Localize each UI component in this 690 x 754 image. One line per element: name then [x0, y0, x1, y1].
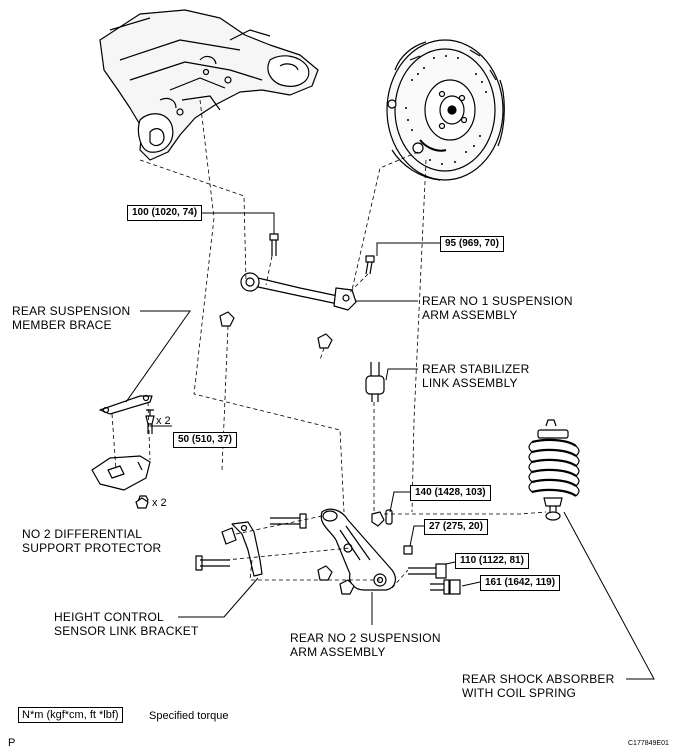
bolt-quantity: x 2 — [156, 415, 171, 427]
leader-lines — [125, 212, 655, 680]
torque-callout-100: 100 (1020, 74) — [127, 205, 203, 221]
torque-callout-50: 50 (510, 37) — [173, 432, 237, 448]
diff-protector-drawing — [91, 455, 151, 505]
torque-callout-95: 95 (969, 70) — [440, 236, 504, 252]
height-sensor-bracket-drawing — [195, 513, 307, 577]
member-brace-bolts — [135, 415, 155, 509]
torque-callout-27: 27 (275, 20) — [424, 519, 488, 535]
alignment-lines — [111, 99, 547, 589]
legend-description: Specified torque — [149, 710, 229, 722]
nut-quantity: x 2 — [152, 497, 167, 509]
rear-no1-arm-drawing — [219, 233, 375, 349]
rear-no2-arm-drawing — [317, 508, 461, 595]
torque-callout-140: 140 (1428, 103) — [410, 485, 491, 501]
corner-letter: P — [8, 737, 16, 749]
torque-callout-110: 110 (1122, 81) — [455, 553, 529, 569]
stabilizer-link-drawing — [365, 362, 385, 402]
rear-axle-hub — [386, 39, 505, 181]
torque-callout-161: 161 (1642, 119) — [480, 575, 561, 591]
suspension-member — [99, 9, 319, 161]
figure-id: C177849E01 — [628, 740, 669, 747]
shock-absorber-drawing — [528, 419, 580, 521]
legend-unit-box: N*m (kgf*cm, ft *lbf) — [18, 707, 123, 723]
